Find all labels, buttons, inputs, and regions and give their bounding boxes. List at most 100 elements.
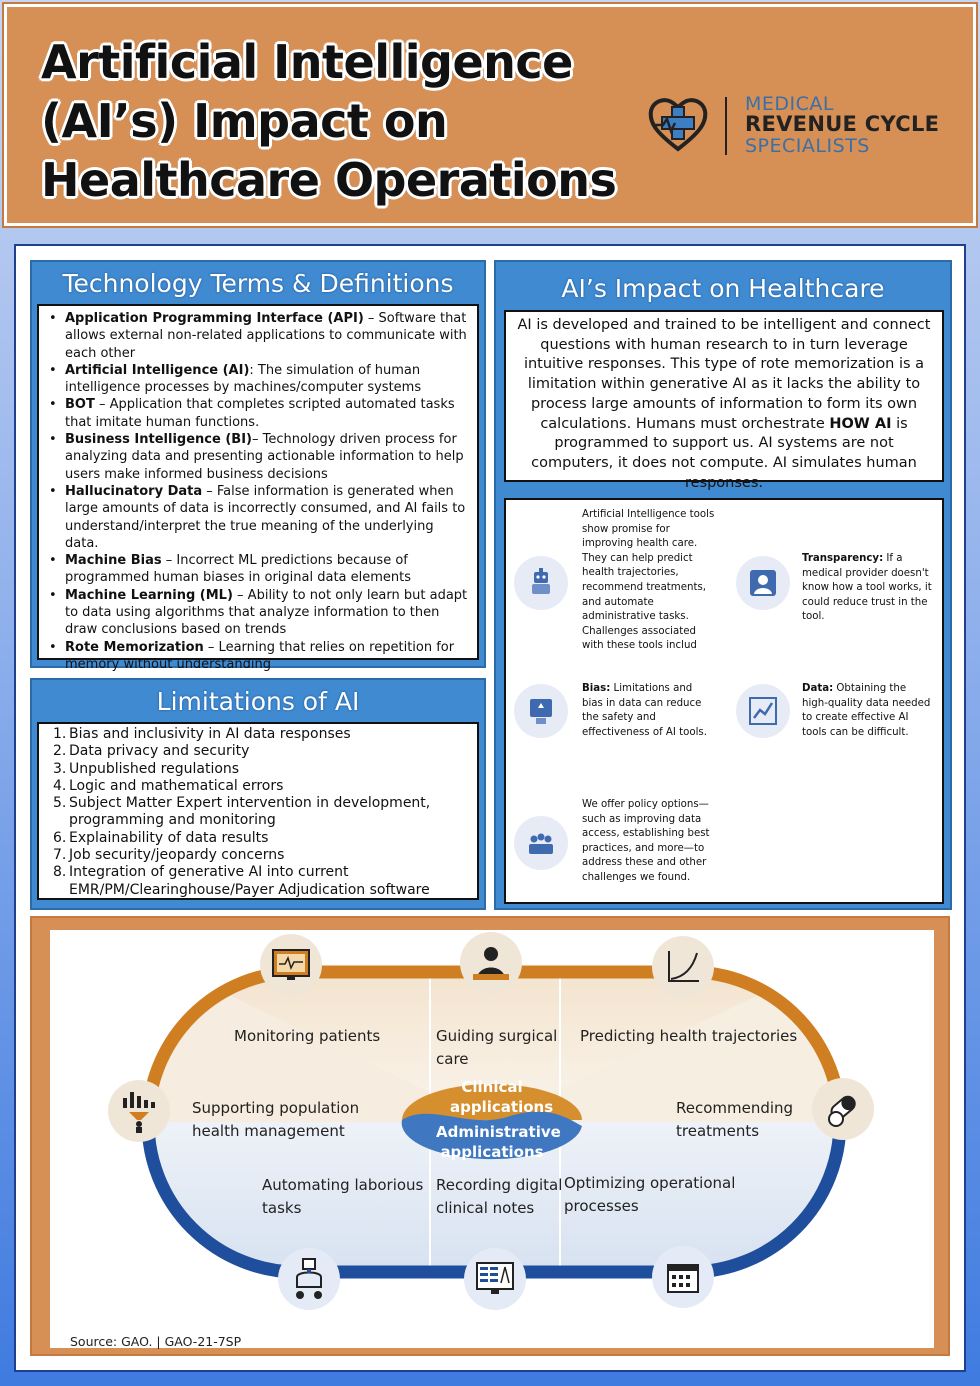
bias-label: Bias:: [582, 683, 611, 694]
policy-meeting-icon: [514, 816, 568, 870]
transparency-person-icon: [736, 556, 790, 610]
source-caption: Source: GAO. | GAO-21-7SP: [70, 1334, 242, 1349]
page-title: Artificial Intelligence (AI’s) Impact on…: [41, 33, 617, 210]
impact-text-bold: HOW AI: [829, 415, 892, 432]
limitation-item: 1.Bias and inclusivity in AI data respon…: [41, 726, 471, 743]
transparency-text: Transparency: If a medical provider does…: [802, 552, 934, 625]
limitation-number: 1.: [53, 726, 67, 742]
logo-text-revenue-cycle: REVENUE CYCLE: [745, 112, 940, 136]
impact-text-1: AI is developed and trained to be intell…: [517, 317, 931, 432]
transparency-label: Transparency:: [802, 553, 884, 564]
limitation-item: 6.Explainability of data results: [41, 830, 471, 847]
automating-line-2: tasks: [262, 1199, 302, 1217]
limitation-number: 5.: [53, 795, 67, 812]
term-name: Business Intelligence (BI): [65, 432, 252, 448]
limitations-panel: Limitations of AI 1.Bias and inclusivity…: [30, 678, 486, 910]
term-item: Artificial Intelligence (AI): The simula…: [41, 362, 471, 397]
limitation-text: Explainability of data results: [69, 829, 269, 846]
automating-tasks-label: Automating laborious tasks: [262, 1174, 423, 1220]
limitation-text: Logic and mathematical errors: [69, 777, 284, 794]
clinical-line-1: Clinical: [461, 1078, 523, 1096]
limitation-text: Integration of generative AI into curren…: [69, 864, 430, 898]
term-definition: – Application that completes scripted au…: [65, 397, 455, 430]
term-definition: – False information is generated when la…: [65, 483, 466, 551]
trajectory-graph-icon: [652, 936, 714, 998]
logo-divider: [725, 97, 727, 155]
supporting-line-2: health management: [192, 1122, 345, 1140]
robot-doctor-icon: [514, 556, 568, 610]
admin-line-2: applications: [440, 1143, 544, 1161]
company-logo: MEDICAL REVENUE CYCLE SPECIALISTS: [647, 93, 967, 159]
impact-box: AI is developed and trained to be intell…: [504, 310, 944, 491]
terms-list: Application Programming Interface (API) …: [41, 310, 471, 673]
guiding-line-2: care: [436, 1050, 469, 1068]
limitation-text: Subject Matter Expert intervention in de…: [69, 795, 431, 829]
optimizing-line-2: processes: [564, 1197, 639, 1215]
impact-panel: AI’s Impact on Healthcare AI is develope…: [494, 260, 952, 910]
term-item: Machine Learning (ML) – Ability to not o…: [41, 587, 471, 639]
term-name: Machine Learning (ML): [65, 587, 233, 603]
heart-cross-icon: [648, 98, 708, 152]
recommending-line-2: treatments: [676, 1122, 760, 1140]
automating-line-1: Automating laborious: [262, 1176, 424, 1194]
diagram-track: [141, 965, 847, 1279]
data-body: Obtaining the high-quality data needed t…: [802, 683, 931, 738]
main-content: Technology Terms & Definitions Applicati…: [14, 244, 966, 1372]
limitation-number: 7.: [53, 847, 67, 864]
data-text: Data: Obtaining the high-quality data ne…: [802, 682, 934, 740]
title-line-2: (AI’s) Impact on: [41, 94, 448, 148]
term-name: Artificial Intelligence (AI): [65, 362, 250, 378]
limitation-text: Unpublished regulations: [69, 760, 240, 777]
terms-panel: Technology Terms & Definitions Applicati…: [30, 260, 486, 672]
terms-box: Application Programming Interface (API) …: [37, 304, 479, 672]
recording-line-1: Recording digital: [436, 1176, 563, 1194]
limitation-item: 8.Integration of generative AI into curr…: [41, 864, 471, 899]
term-definition: – Learning that relies on repetition for…: [65, 639, 455, 672]
supporting-line-1: Supporting population: [192, 1099, 360, 1117]
bias-chart-icon: [514, 684, 568, 738]
administrative-applications-label: Administrative applications: [436, 1122, 561, 1162]
term-definition: – Software that allows external non-rela…: [65, 311, 467, 361]
limitation-number: 2.: [53, 743, 67, 760]
clinical-applications-label: Clinical applications: [450, 1077, 554, 1117]
title-line-3: Healthcare Operations: [41, 153, 617, 207]
limitation-number: 3.: [53, 760, 67, 777]
clinical-notes-screen-icon: [464, 1248, 526, 1310]
clinical-line-2: applications: [450, 1098, 554, 1116]
pill-capsule-icon: [812, 1078, 874, 1140]
gao-summary-box: Artificial Intelligence tools show promi…: [504, 498, 944, 904]
bias-body: Limitations and bias in data can reduce …: [582, 683, 707, 738]
monitor-screen-icon: [260, 934, 322, 996]
limitations-box: 1.Bias and inclusivity in AI data respon…: [37, 722, 479, 900]
term-item: Business Intelligence (BI)– Technology d…: [41, 431, 471, 483]
limitation-item: 5.Subject Matter Expert intervention in …: [41, 795, 471, 830]
logo-text-medical: MEDICAL: [745, 93, 834, 115]
applications-diagram-frame: Clinical applications Administrative appli…: [30, 916, 950, 1356]
term-definition: – Ability to not only learn but adapt to…: [65, 587, 468, 638]
limitation-number: 8.: [53, 864, 67, 881]
limitation-item: 4.Logic and mathematical errors: [41, 778, 471, 795]
term-name: Hallucinatory Data: [65, 483, 203, 499]
limitations-heading: Limitations of AI: [156, 687, 360, 716]
term-definition: : The simulation of human intelligence p…: [65, 362, 422, 396]
data-label: Data:: [802, 683, 834, 694]
bias-text: Bias: Limitations and bias in data can r…: [582, 682, 716, 740]
term-definition: – Incorrect ML predictions because of pr…: [65, 553, 412, 586]
recording-line-2: clinical notes: [436, 1199, 535, 1217]
limitation-text: Bias and inclusivity in AI data response…: [69, 726, 351, 742]
terms-heading: Technology Terms & Definitions: [62, 269, 454, 298]
term-item: Rote Memorization – Learning that relies…: [41, 639, 471, 674]
impact-heading: AI’s Impact on Healthcare: [561, 274, 885, 303]
admin-line-1: Administrative: [436, 1123, 561, 1141]
term-name: BOT: [65, 397, 95, 413]
limitation-item: 3.Unpublished regulations: [41, 761, 471, 778]
monitoring-patients-label: Monitoring patients: [234, 1027, 381, 1045]
title-line-1: Artificial Intelligence: [41, 35, 573, 89]
optimizing-line-1: Optimizing operational: [564, 1174, 736, 1192]
limitation-number: 4.: [53, 777, 67, 794]
impact-text-2: is programmed to support us. AI systems …: [531, 415, 917, 491]
population-funnel-icon: [108, 1080, 170, 1142]
limitation-text: Data privacy and security: [69, 743, 250, 760]
